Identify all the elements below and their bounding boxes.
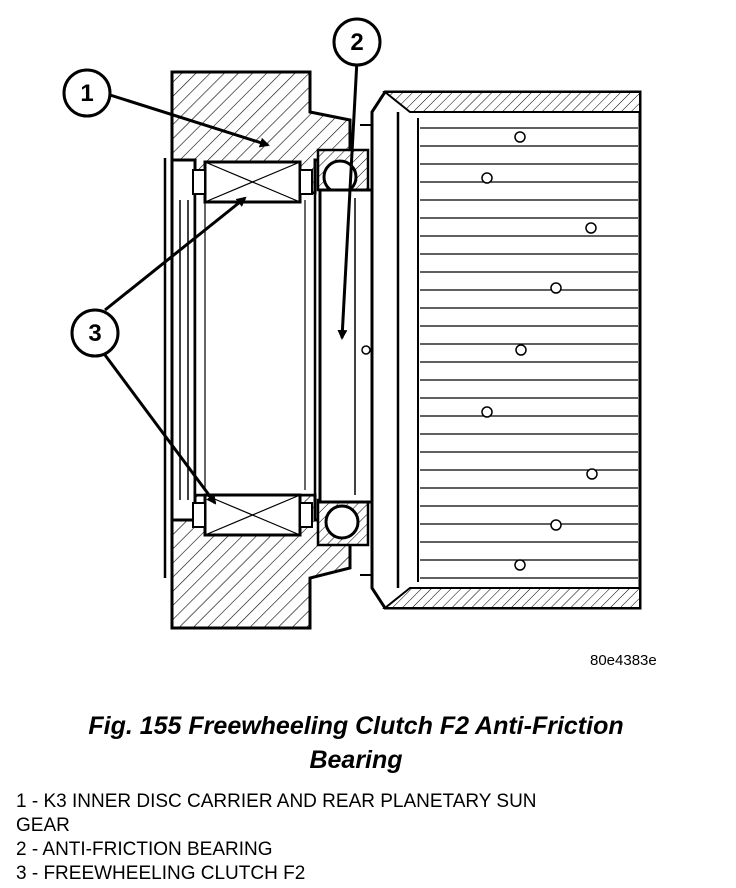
callout-2: 2 bbox=[332, 17, 382, 67]
legend-item: 2 - ANTI-FRICTION BEARING bbox=[16, 839, 273, 860]
freewheeling-clutch-upper bbox=[192, 160, 313, 204]
legend-list: 1 - K3 INNER DISC CARRIER AND REAR PLANE… bbox=[16, 790, 716, 886]
clutch-cross-section-diagram: 1 2 3 bbox=[62, 17, 642, 630]
sun-gear-drum bbox=[360, 90, 642, 610]
leader-3-upper bbox=[104, 196, 247, 312]
caption-line-1: Fig. 155 Freewheeling Clutch F2 Anti-Fri… bbox=[88, 712, 624, 740]
callout-leaders bbox=[103, 59, 359, 505]
caption-line-2: Bearing bbox=[309, 746, 403, 774]
leader-2 bbox=[337, 59, 359, 340]
callout-1: 1 bbox=[62, 68, 112, 118]
legend-item: 1 - K3 INNER DISC CARRIER AND REAR PLANE… bbox=[16, 791, 537, 812]
figure-caption: Fig. 155 Freewheeling Clutch F2 Anti-Fri… bbox=[0, 709, 712, 777]
callout-3: 3 bbox=[70, 308, 120, 358]
inner-hub bbox=[193, 191, 317, 497]
leader-3-lower bbox=[103, 354, 217, 505]
svg-text:3: 3 bbox=[88, 320, 101, 347]
leader-1 bbox=[109, 93, 270, 148]
legend-item: GEAR bbox=[16, 815, 70, 836]
svg-text:2: 2 bbox=[350, 29, 363, 56]
figure-id: 80e4383e bbox=[590, 652, 657, 669]
legend-item: 3 - FREEWHEELING CLUTCH F2 bbox=[16, 863, 306, 884]
freewheeling-clutch-lower bbox=[192, 493, 313, 537]
svg-text:1: 1 bbox=[80, 80, 93, 107]
